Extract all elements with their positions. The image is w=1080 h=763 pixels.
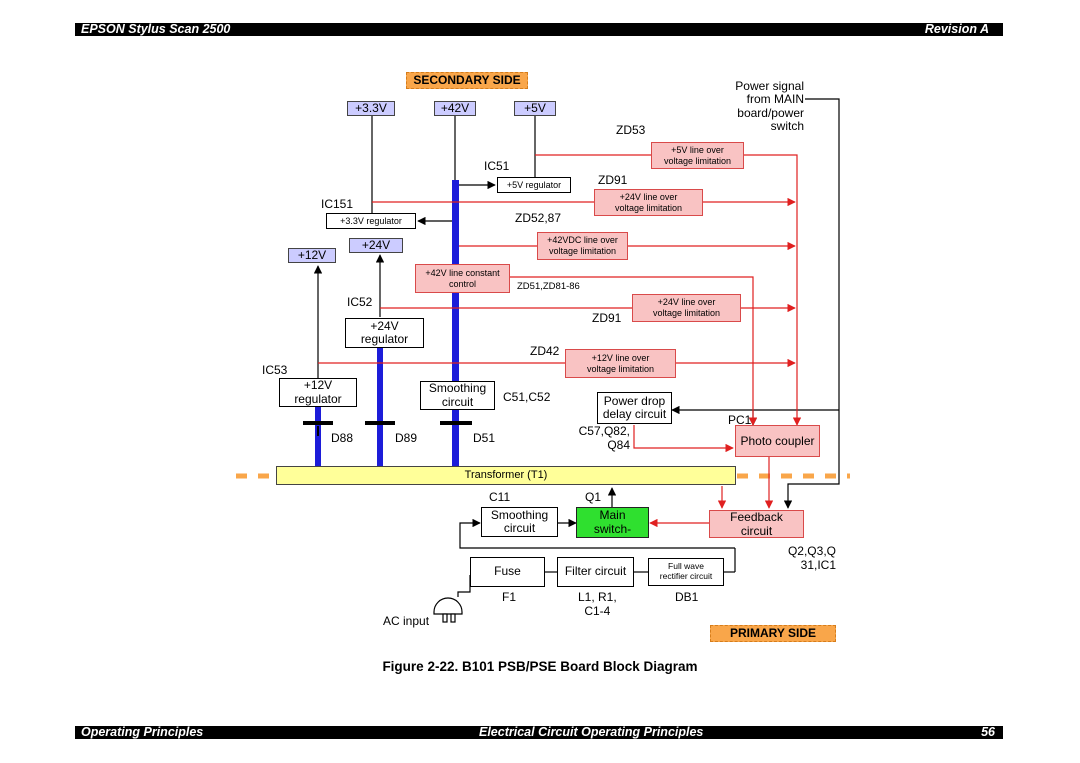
header-revision: Revision A	[924, 22, 989, 36]
diode-d51	[440, 421, 472, 425]
main-switch: Main switch-	[576, 507, 649, 538]
voltage-12v: +12V	[288, 248, 336, 263]
footer-chapter: Electrical Circuit Operating Principles	[479, 725, 704, 739]
voltage-5v: +5V	[514, 101, 556, 116]
label-c57-q82-q84: C57,Q82, Q84	[578, 424, 630, 452]
header-title: EPSON Stylus Scan 2500	[81, 22, 231, 36]
diode-d89	[365, 421, 395, 425]
smoothing-circuit-secondary: Smoothing circuit	[420, 381, 495, 410]
label-f1: F1	[502, 590, 517, 604]
label-d51: D51	[473, 431, 496, 445]
label-d88: D88	[331, 431, 354, 445]
ac-plug-icon	[433, 597, 463, 623]
ovp-42vdc-line: +42VDC line over voltage limitation	[537, 232, 628, 260]
bus-24v	[377, 348, 383, 466]
ovp-24v-line-a: +24V line over voltage limitation	[594, 189, 703, 216]
voltage-24v: +24V	[349, 238, 403, 253]
filter-circuit: Filter circuit	[557, 557, 634, 587]
ovp-24v-line-b: +24V line over voltage limitation	[632, 294, 741, 322]
header-bar: EPSON Stylus Scan 2500 Revision A	[75, 22, 1003, 36]
power-signal-label: Power signal from MAIN board/power switc…	[735, 79, 804, 134]
voltage-3v3: +3.3V	[347, 101, 395, 116]
voltage-42v: +42V	[434, 101, 476, 116]
label-ic53: IC53	[262, 363, 288, 377]
full-wave-rectifier: Full wave rectifier circuit	[648, 558, 724, 586]
label-zd51-zd81-86: ZD51,ZD81-86	[517, 281, 580, 292]
label-q1: Q1	[585, 490, 602, 504]
label-d89: D89	[395, 431, 418, 445]
label-q2-q3-q31-ic1: Q2,Q3,Q 31,IC1	[787, 544, 836, 572]
label-db1: DB1	[675, 590, 699, 604]
label-ic151: IC151	[321, 197, 354, 211]
figure-caption: Figure 2-22. B101 PSB/PSE Board Block Di…	[382, 659, 698, 674]
output-buses	[315, 180, 459, 466]
primary-side-label: PRIMARY SIDE	[710, 625, 836, 642]
label-ac-input: AC input	[383, 614, 430, 628]
signal-connections	[318, 154, 802, 528]
power-drop-delay-circuit: Power drop delay circuit	[597, 392, 672, 424]
label-ic51: IC51	[484, 159, 510, 173]
footer-page-number: 56	[981, 725, 995, 739]
ovp-12v-line: +12V line over voltage limitation	[565, 349, 676, 378]
footer-bar: Operating Principles Electrical Circuit …	[75, 725, 1003, 739]
label-zd53: ZD53	[616, 123, 646, 137]
power-connections	[313, 98, 840, 597]
regulator-12v: +12V regulator	[279, 378, 357, 407]
output-diodes	[303, 421, 472, 436]
label-l1-r1-c1-4: L1, R1, C1-4	[578, 590, 617, 618]
regulator-24v: +24V regulator	[345, 318, 424, 348]
label-pc1: PC1	[728, 413, 752, 427]
diode-d88	[303, 421, 333, 425]
transformer-t1: Transformer (T1)	[276, 466, 736, 485]
label-zd91-top: ZD91	[598, 173, 628, 187]
ovp-5v-line: +5V line over voltage limitation	[651, 142, 744, 169]
smoothing-circuit-primary: Smoothing circuit	[481, 507, 558, 537]
bus-42v-main	[452, 180, 459, 466]
regulator-5v: +5V regulator	[497, 177, 571, 193]
bus-12v	[315, 407, 321, 466]
secondary-side-label: SECONDARY SIDE	[406, 72, 528, 89]
constant-control-42v: +42V line constant control	[415, 264, 510, 293]
photo-coupler: Photo coupler	[735, 425, 820, 457]
label-c11: C11	[489, 490, 511, 504]
label-c51-c52: C51,C52	[503, 390, 551, 404]
regulator-3v3: +3.3V regulator	[326, 213, 416, 229]
feedback-circuit: Feedback circuit	[709, 510, 804, 538]
label-ic52: IC52	[347, 295, 373, 309]
footer-section: Operating Principles	[81, 725, 204, 739]
label-zd52-87: ZD52,87	[515, 211, 562, 225]
label-zd91-bottom: ZD91	[592, 311, 622, 325]
fuse-block: Fuse	[470, 557, 545, 587]
label-zd42: ZD42	[530, 344, 560, 358]
